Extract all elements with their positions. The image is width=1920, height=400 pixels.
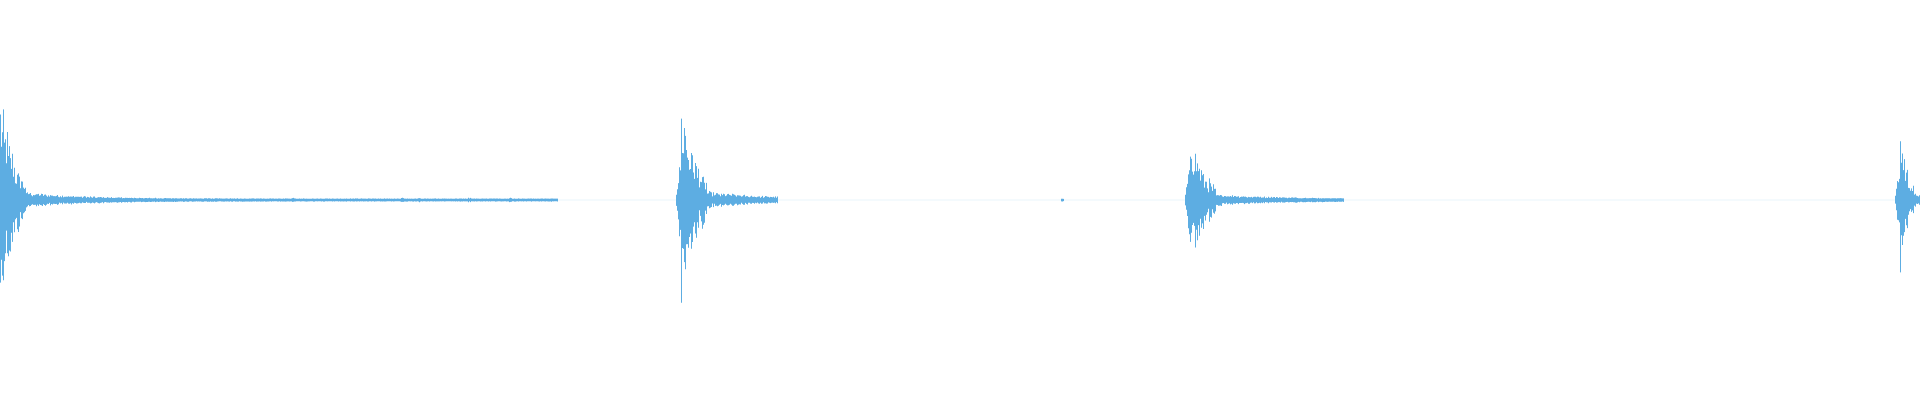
waveform-samples <box>0 109 1920 303</box>
